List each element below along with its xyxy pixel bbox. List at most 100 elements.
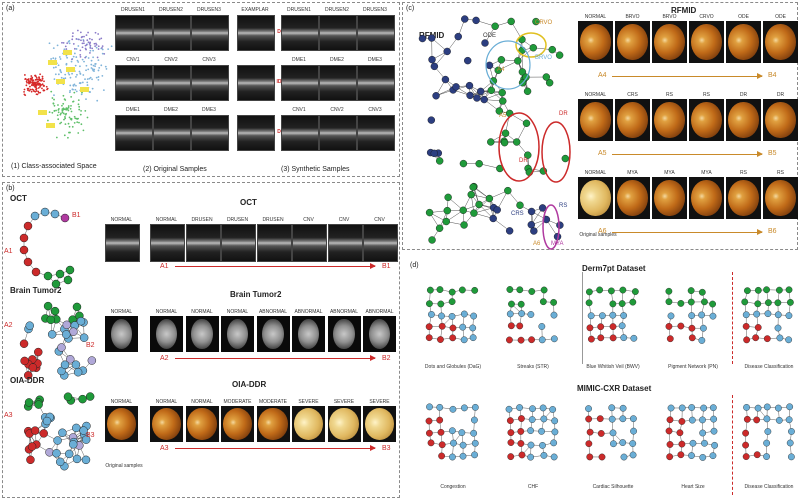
original-oct-image — [191, 65, 229, 101]
scatter-point — [91, 47, 94, 50]
scatter-point — [73, 52, 76, 55]
graph-node — [585, 288, 593, 296]
scatter-point — [29, 88, 32, 91]
fundus-label: RS — [740, 170, 747, 176]
sample-label: NORMAL — [155, 309, 178, 315]
trajectory-arrow — [612, 151, 763, 157]
scatter-point — [92, 49, 95, 52]
graph-node — [548, 45, 556, 54]
scatter-point — [97, 76, 100, 78]
graph-node — [710, 415, 718, 423]
scatter-point — [101, 75, 104, 77]
graph-node — [528, 336, 535, 344]
scatter-point — [72, 55, 75, 58]
scatter-point — [70, 60, 73, 63]
scatter-point — [41, 87, 43, 90]
scatter-point — [105, 68, 108, 70]
mimic-cxr-graph-label: Heart Size — [681, 484, 705, 490]
scatter-point — [31, 84, 33, 87]
graph-node — [753, 451, 761, 459]
original-oct-image — [191, 115, 229, 151]
fundus-label: MYA — [664, 170, 675, 176]
graph-node — [506, 286, 514, 293]
graph-node — [753, 416, 761, 424]
graph-node — [597, 430, 605, 437]
scatter-point — [45, 85, 48, 88]
graph-node — [507, 17, 515, 26]
graph-node — [665, 287, 673, 295]
graph-node — [529, 44, 537, 52]
graph-node — [464, 56, 472, 65]
graph-node — [506, 336, 513, 344]
graph-node — [449, 334, 457, 342]
scatter-point — [81, 81, 84, 84]
class-graph — [19, 301, 97, 380]
original-oct-image — [153, 15, 191, 51]
graph-node — [763, 439, 771, 447]
graph-node — [550, 453, 558, 461]
scatter-point — [33, 82, 35, 85]
fundus-label: NORMAL — [584, 170, 607, 176]
scatter-point — [34, 85, 37, 88]
synthetic-oct-image — [237, 115, 275, 151]
sample-label: ABNORMAL — [294, 309, 323, 315]
graph-node — [435, 157, 444, 165]
graph-node — [23, 257, 33, 267]
fundus-image — [652, 177, 687, 219]
original-sample-label: DRUSEN1 — [121, 7, 145, 13]
graph-node — [27, 442, 37, 451]
scatter-point — [79, 54, 82, 56]
scatter-point — [37, 87, 40, 89]
graph-node — [471, 416, 478, 424]
graph-node — [438, 441, 446, 449]
scatter-point — [27, 81, 30, 84]
graph-node — [609, 323, 617, 331]
graph-node — [461, 15, 469, 23]
graph-node — [763, 403, 771, 411]
graph-node — [753, 310, 761, 318]
graph-node — [689, 439, 697, 447]
graph-node — [507, 322, 515, 330]
graph-node — [774, 311, 782, 319]
graph-node — [441, 75, 450, 84]
graph-node — [63, 392, 73, 401]
graph-node — [469, 183, 477, 191]
mimic-cxr-graph — [585, 404, 637, 461]
fundus-label: ODE — [738, 14, 749, 20]
synthetic-sample-label: CNV1 — [292, 107, 306, 113]
original-sample-label: DRUSEN2 — [159, 7, 183, 13]
scatter-point — [54, 57, 57, 60]
scatter-point — [75, 48, 78, 50]
graph-node — [438, 322, 446, 330]
scatter-point — [59, 122, 61, 125]
graph-node — [425, 208, 434, 217]
graph-node — [24, 398, 34, 407]
scatter-point — [42, 85, 45, 87]
graph-node — [514, 57, 522, 65]
graph-node — [55, 269, 65, 279]
graph-node — [72, 423, 81, 433]
scatter-point — [79, 82, 82, 85]
graph-node — [471, 286, 479, 294]
graph-node — [34, 400, 43, 409]
scatter-point — [76, 29, 79, 32]
scatter-point — [97, 48, 100, 50]
caption-class-space: (1) Class-associated Space — [11, 163, 97, 170]
sample-image — [150, 406, 183, 442]
graph-node — [448, 288, 456, 296]
graph-node — [506, 310, 514, 318]
scatter-point — [91, 38, 93, 41]
graph-node-label: MYA — [551, 241, 564, 247]
graph-node — [472, 16, 480, 25]
graph-node — [428, 55, 436, 64]
graph-node — [764, 428, 772, 435]
scatter-point — [101, 52, 104, 55]
scatter-point — [69, 107, 72, 110]
scatter-point — [85, 98, 87, 101]
scatter-point — [39, 91, 42, 94]
scatter-point — [88, 37, 91, 40]
scatter-point — [67, 106, 70, 109]
fundus-label: RS — [666, 92, 673, 98]
sample-label: ABNORMAL — [365, 309, 394, 315]
